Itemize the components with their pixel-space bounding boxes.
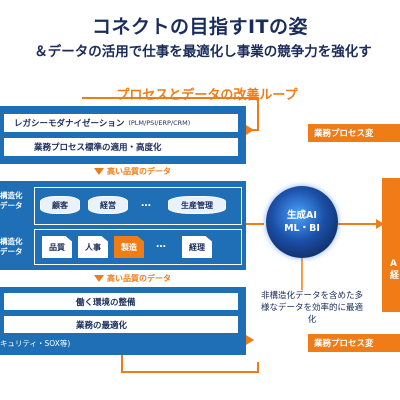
structured-data-row: [34, 187, 242, 225]
page-subtitle: ＆データの活用で仕事を最適化し事業の競争力を強化す: [34, 44, 372, 60]
page-title: コネクトの目指すITの姿: [91, 16, 309, 38]
top-left-arrow-head: [246, 125, 254, 135]
down-triangle-icon: [94, 275, 104, 282]
data-panel: 構造化 データ 顧客 経営 … 生産管理 構造化 データ 品質 人事 製造 … …: [0, 181, 246, 270]
legacy-systems: (PLM/PSI/ERP/CRM): [128, 119, 191, 127]
quality-data-label-top: 高い品質のデータ: [94, 166, 171, 177]
process-panel: レガシーモダナイゼーション (PLM/PSI/ERP/CRM) 業務プロセス標準…: [0, 106, 246, 164]
ai-note: 非構造化データを含めた多様なデータを効率的に最適化: [260, 291, 363, 325]
doc-accounting: 経理: [182, 236, 212, 258]
work-env-label: 働く環境の整備: [76, 297, 136, 308]
work-environment-bar: 働く環境の整備: [4, 293, 238, 310]
ellipsis-unstructured: …: [156, 239, 166, 250]
legacy-label: レガシーモダナイゼーション: [14, 119, 125, 129]
bottom-left-arrow-head: [246, 335, 254, 345]
doc-manufacturing: 製造: [114, 236, 144, 258]
optimize-label: 業務の最適化: [76, 320, 128, 331]
work-panel: 働く環境の整備 業務の最適化 キュリティ・SOX等): [0, 287, 246, 355]
unstructured-data-label: 構造化 データ: [0, 237, 23, 257]
structured-label-text: 構造化 データ: [0, 191, 23, 210]
cylinder-customer: 顧客: [40, 196, 80, 214]
doc-quality: 品質: [42, 236, 72, 258]
ai-arrow-head: [376, 219, 384, 229]
loop-heading: プロセスとデータの改善ループ: [116, 88, 298, 103]
ai-line2: ML・BI: [284, 223, 320, 234]
ellipsis-structured: …: [141, 198, 151, 209]
generative-ai-circle: 生成AI ML・BI: [266, 186, 338, 258]
right-output-box: [382, 178, 400, 312]
process-change-label-bottom: 業務プロセス変: [308, 334, 400, 352]
right-output-text: A 経: [390, 259, 400, 281]
process-change-label-top: 業務プロセス変: [308, 124, 400, 142]
quality-data-label-bottom: 高い品質のデータ: [94, 273, 171, 284]
process-label: 業務プロセス標準の適用・高度化: [34, 143, 162, 153]
loop-line-bottom: [121, 355, 259, 373]
cylinder-management: 経営: [88, 196, 128, 214]
doc-hr: 人事: [78, 236, 108, 258]
cylinder-production: 生産管理: [168, 196, 226, 214]
legacy-modernization-bar: レガシーモダナイゼーション (PLM/PSI/ERP/CRM): [4, 114, 238, 132]
optimization-bar: 業務の最適化: [4, 316, 238, 333]
process-standard-bar: 業務プロセス標準の適用・高度化: [4, 138, 238, 156]
unstructured-label-text: 構造化 データ: [0, 237, 23, 256]
structured-data-label: 構造化 データ: [0, 191, 23, 211]
unstructured-data-row: [34, 229, 242, 265]
security-label: キュリティ・SOX等): [0, 339, 71, 348]
down-triangle-icon: [94, 168, 104, 175]
ai-line1: 生成AI: [287, 210, 317, 221]
